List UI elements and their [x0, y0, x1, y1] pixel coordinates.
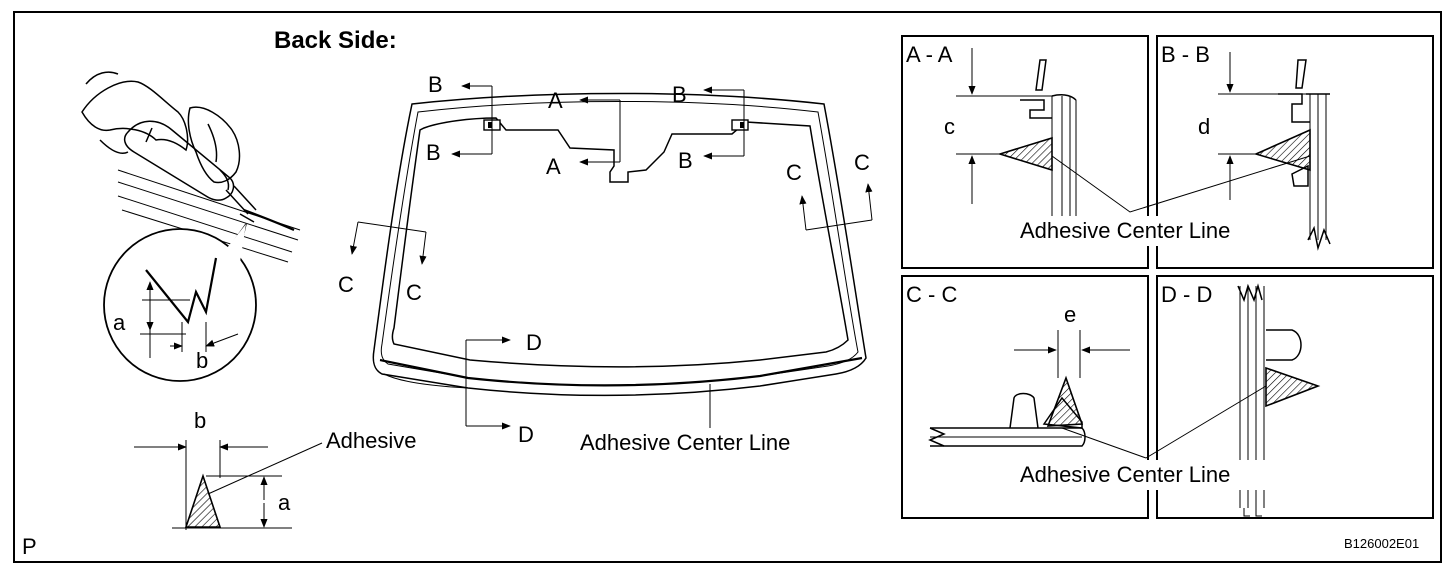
section-mark-a-bottom: A	[546, 154, 561, 179]
section-mark-b-bottom-left: B	[426, 140, 441, 165]
outer-frame	[13, 11, 1442, 563]
upper-adhesive-center-line-label: Adhesive Center Line	[1020, 218, 1230, 243]
lower-center-line-callout: Adhesive Center Line	[1018, 385, 1280, 490]
panel-b-b-title: B - B	[1161, 42, 1210, 67]
magnifier-dim-a: a	[113, 310, 126, 335]
panel-b-b-dim-d: d	[1198, 114, 1210, 139]
section-mark-c-left-outer: C	[338, 272, 354, 297]
panel-a-a-dim-c: c	[944, 114, 955, 139]
section-mark-c-right-outer: C	[854, 150, 870, 175]
section-dim-b: b	[194, 408, 206, 433]
adhesive-label: Adhesive	[326, 428, 417, 453]
panel-b-b: B - B d	[1156, 35, 1434, 269]
panel-a-a-title: A - A	[906, 42, 953, 67]
section-mark-b-bottom-right: B	[678, 148, 693, 173]
section-dim-a: a	[278, 490, 291, 515]
bead-cross-section: b a Adhesive	[134, 408, 417, 530]
section-mark-c-left-inner: C	[406, 280, 422, 305]
section-mark-b-top-left: B	[428, 72, 443, 97]
windshield-brackets	[483, 119, 749, 131]
section-markers: A A B B B B C C C C D D	[338, 72, 873, 447]
back-side-title: Back Side:	[274, 27, 397, 54]
section-mark-d-top: D	[526, 330, 542, 355]
panel-d-d-title: D - D	[1161, 282, 1212, 307]
windshield-adhesive-center-line-label: Adhesive Center Line	[580, 430, 790, 455]
magnifier-circle	[103, 228, 257, 382]
section-mark-b-top-right: B	[672, 82, 687, 107]
magnifier-dim-b: b	[196, 348, 208, 373]
windshield-outline	[372, 92, 867, 396]
caulking-gun-illustration: a b	[81, 71, 301, 382]
section-mark-d-bottom: D	[518, 422, 534, 447]
panel-c-c-title: C - C	[906, 282, 957, 307]
footer-letter: P	[22, 534, 37, 559]
section-mark-c-right-inner: C	[786, 160, 802, 185]
adhesive-bead	[184, 473, 222, 528]
figure-code: B126002E01	[1344, 536, 1419, 551]
section-mark-a-top: A	[548, 88, 563, 113]
upper-center-line-callout: Adhesive Center Line	[1018, 155, 1311, 246]
panel-c-c-dim-e: e	[1064, 302, 1076, 327]
lower-adhesive-center-line-label: Adhesive Center Line	[1020, 462, 1230, 487]
